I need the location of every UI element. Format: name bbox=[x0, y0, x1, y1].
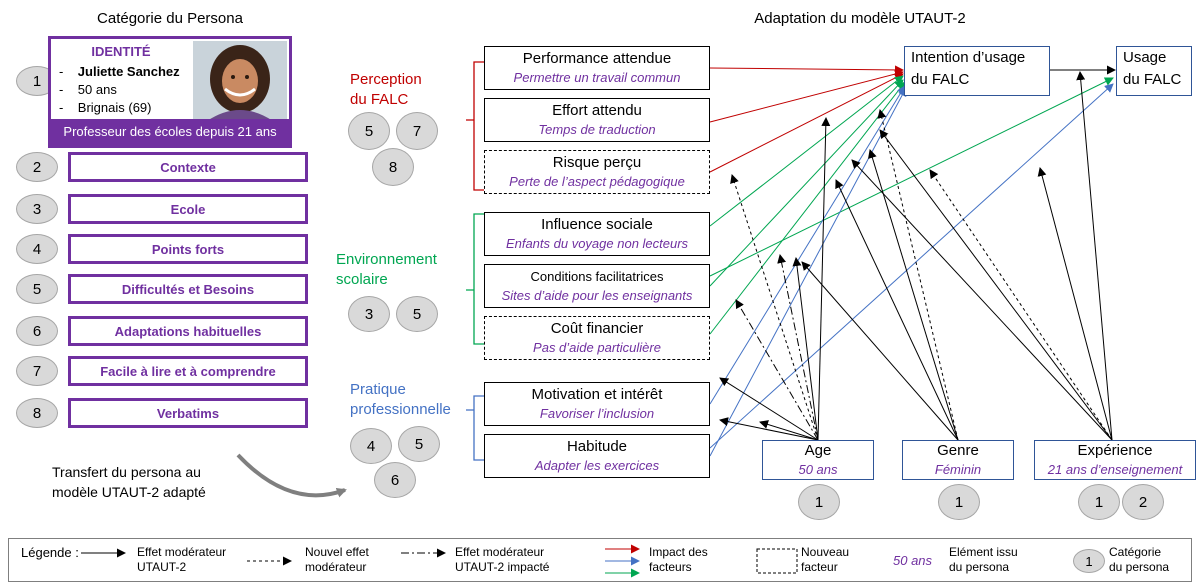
bracket-pratique bbox=[466, 395, 484, 461]
legend-lines bbox=[81, 544, 798, 578]
perception-circle-1: 5 bbox=[348, 112, 390, 150]
persona-photo bbox=[193, 41, 287, 121]
category-number: 8 bbox=[16, 398, 58, 428]
category-label: Adaptations habituelles bbox=[68, 316, 308, 346]
age-circle: 1 bbox=[798, 484, 840, 520]
category-label: Points forts bbox=[68, 234, 308, 264]
category-row: 2 Contexte bbox=[16, 152, 308, 182]
legend-sample-value: 50 ans bbox=[893, 553, 933, 568]
impact-motivation bbox=[709, 85, 906, 405]
impact-habitude-usage bbox=[709, 83, 1114, 449]
impact-risque bbox=[709, 73, 904, 173]
category-row: 4 Points forts bbox=[16, 234, 308, 264]
persona-city: Brignais (69) bbox=[77, 100, 152, 115]
category-label: Difficultés et Besoins bbox=[68, 274, 308, 304]
identity-card: IDENTITÉ - Juliette Sanchez - 50 ans - B… bbox=[48, 36, 292, 148]
experience-circle-2: 2 bbox=[1122, 484, 1164, 520]
legend-sample-circle: 1 bbox=[1073, 549, 1105, 573]
category-label: Ecole bbox=[68, 194, 308, 224]
impact-performance bbox=[709, 65, 904, 75]
legend-label: Légende : bbox=[21, 545, 79, 560]
impact-influence bbox=[709, 75, 904, 227]
category-label: Facile à lire et à comprendre bbox=[68, 356, 308, 386]
impact-cout bbox=[709, 81, 906, 335]
category-number: 7 bbox=[16, 356, 58, 386]
category-number: 6 bbox=[16, 316, 58, 346]
impact-conditions-usage bbox=[709, 77, 1114, 277]
environnement-circle-1: 3 bbox=[348, 296, 390, 332]
impact-conditions-intention bbox=[709, 79, 904, 287]
left-title: Catégorie du Persona bbox=[97, 10, 243, 27]
pratique-circle-3: 6 bbox=[374, 462, 416, 498]
pratique-circle-1: 4 bbox=[350, 428, 392, 464]
category-label: Contexte bbox=[68, 152, 308, 182]
experience-circle-1: 1 bbox=[1078, 484, 1120, 520]
category-row: 5 Difficultés et Besoins bbox=[16, 274, 308, 304]
genre-circle: 1 bbox=[938, 484, 980, 520]
category-number: 4 bbox=[16, 234, 58, 264]
persona-age: 50 ans bbox=[77, 82, 117, 97]
category-row: 6 Adaptations habituelles bbox=[16, 316, 308, 346]
identity-details: - Juliette Sanchez - 50 ans - Brignais (… bbox=[59, 64, 180, 115]
persona-name: Juliette Sanchez bbox=[77, 64, 180, 79]
category-row: 3 Ecole bbox=[16, 194, 308, 224]
impact-effort bbox=[709, 69, 904, 123]
category-label: Verbatims bbox=[68, 398, 308, 428]
right-title: Adaptation du modèle UTAUT-2 bbox=[754, 10, 966, 27]
transfer-text: Transfert du persona au modèle UTAUT-2 a… bbox=[52, 464, 206, 500]
category-row: 7 Facile à lire et à comprendre bbox=[16, 356, 308, 386]
category-number: 2 bbox=[16, 152, 58, 182]
identity-heading: IDENTITÉ bbox=[91, 44, 151, 59]
pratique-circle-2: 5 bbox=[398, 426, 440, 462]
bracket-environnement bbox=[466, 213, 484, 345]
category-number: 3 bbox=[16, 194, 58, 224]
bracket-perception bbox=[466, 61, 484, 191]
category-row: 8 Verbatims bbox=[16, 398, 308, 428]
category-number: 5 bbox=[16, 274, 58, 304]
impact-habitude-intention bbox=[709, 87, 907, 457]
environnement-circle-2: 5 bbox=[396, 296, 438, 332]
perception-circle-2: 7 bbox=[396, 112, 438, 150]
perception-circle-3: 8 bbox=[372, 148, 414, 186]
job-banner: Professeur des écoles depuis 21 ans bbox=[51, 119, 289, 145]
